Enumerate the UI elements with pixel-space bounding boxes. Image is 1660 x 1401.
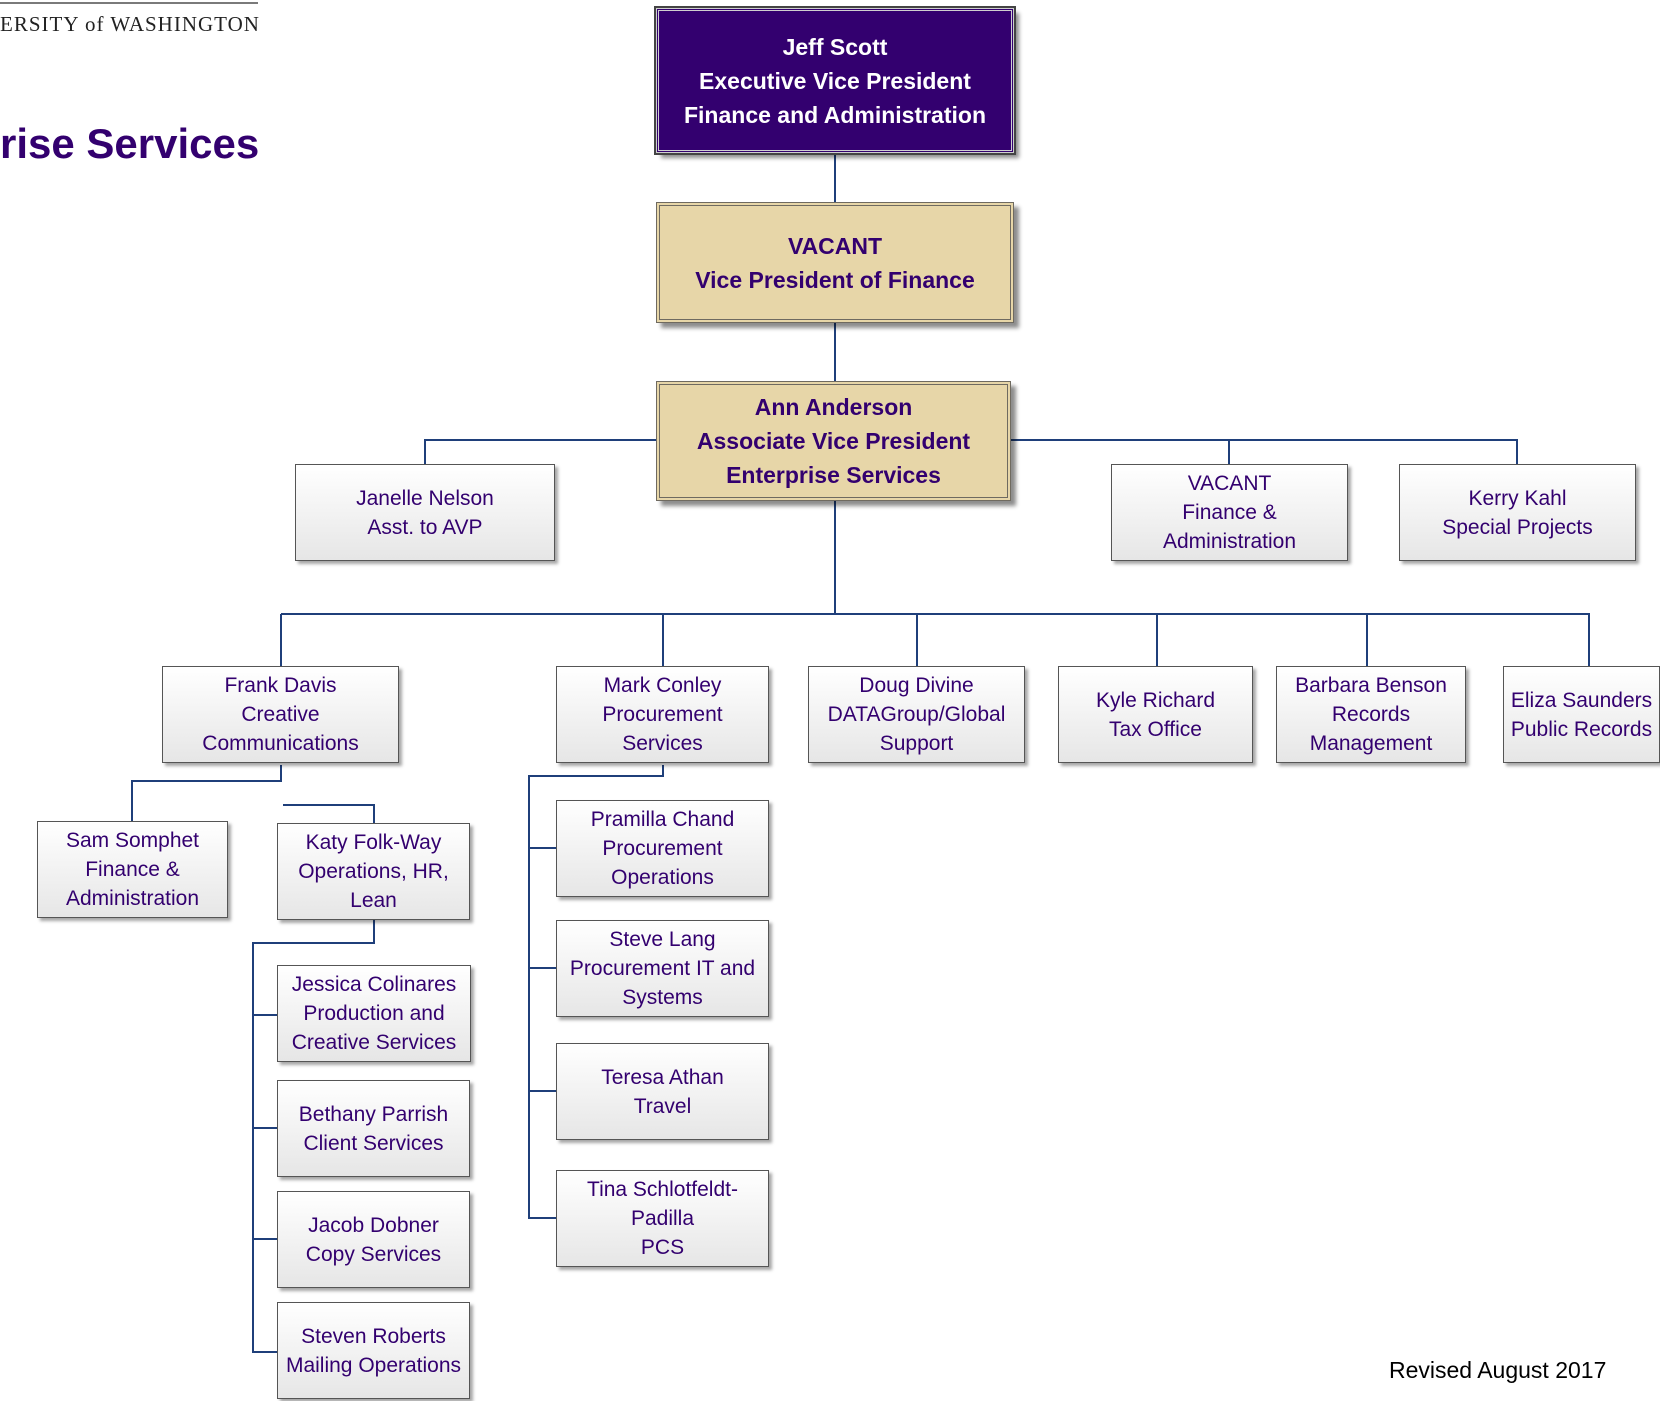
org-box-title: Vice President of Finance xyxy=(695,266,975,293)
org-box-name: Bethany Parrish xyxy=(298,1102,449,1126)
org-box-title: Padilla xyxy=(630,1207,695,1230)
org-box-name: Steven Roberts xyxy=(301,1324,446,1348)
org-box-title: Client Services xyxy=(303,1131,444,1155)
org-box-name: Teresa Athan xyxy=(601,1065,724,1089)
org-box-title: Management xyxy=(1309,732,1433,755)
org-box-title: Support xyxy=(879,732,954,755)
org-box-vp-finance: VACANT Vice President of Finance xyxy=(656,202,1014,323)
org-box-name: Eliza Saunders xyxy=(1510,688,1653,712)
org-box-name: Janelle Nelson xyxy=(356,486,494,510)
org-box-name: VACANT xyxy=(1187,472,1272,495)
org-box-name: Kyle Richard xyxy=(1095,688,1216,712)
revision-note: Revised August 2017 xyxy=(1389,1357,1607,1383)
org-box-executive-vp: Jeff Scott Executive Vice President Fina… xyxy=(654,6,1016,155)
org-box-jacob-dobner: Jacob Dobner Copy Services xyxy=(277,1191,470,1288)
org-box-tina-schlotfeldt-padilla: Tina Schlotfeldt- Padilla PCS xyxy=(556,1170,769,1267)
org-box-sam-somphet: Sam Somphet Finance & Administration xyxy=(37,821,228,918)
logo-rule xyxy=(0,2,258,4)
org-box-name: Katy Folk-Way xyxy=(305,831,442,854)
org-box-name: Frank Davis xyxy=(224,674,337,697)
org-box-title: Finance and Administration xyxy=(683,101,986,128)
org-box-title: Systems xyxy=(622,986,703,1009)
org-box-frank-davis: Frank Davis Creative Communications xyxy=(162,666,399,763)
org-box-title: Operations xyxy=(611,866,714,889)
org-box-title: Communications xyxy=(202,732,359,755)
org-box-mark-conley: Mark Conley Procurement Services xyxy=(556,666,769,763)
connector-katy-trunk xyxy=(252,920,375,1353)
org-box-title: Special Projects xyxy=(1442,515,1593,539)
org-box-title: Mailing Operations xyxy=(285,1353,462,1377)
org-box-steven-roberts: Steven Roberts Mailing Operations xyxy=(277,1302,470,1399)
org-box-title: Lean xyxy=(350,889,397,912)
org-box-name: Ann Anderson xyxy=(754,394,913,420)
org-box-steve-lang: Steve Lang Procurement IT and Systems xyxy=(556,920,769,1017)
org-box-name: Pramilla Chand xyxy=(590,808,735,831)
org-box-title: Executive Vice President xyxy=(699,67,971,94)
org-box-name: Sam Somphet xyxy=(65,829,200,852)
org-box-doug-divine: Doug Divine DATAGroup/Global Support xyxy=(808,666,1025,763)
org-box-katy-folk-way: Katy Folk-Way Operations, HR, Lean xyxy=(277,823,470,920)
org-box-janelle-nelson: Janelle Nelson Asst. to AVP xyxy=(295,464,555,561)
org-box-title: Tax Office xyxy=(1109,717,1202,741)
org-box-kyle-richard: Kyle Richard Tax Office xyxy=(1058,666,1253,763)
org-box-title: Enterprise Services xyxy=(726,462,941,488)
org-box-avp-enterprise-services: Ann Anderson Associate Vice President En… xyxy=(656,381,1011,501)
connector-avp-right xyxy=(1011,439,1518,464)
org-box-name: Tina Schlotfeldt- xyxy=(587,1178,738,1201)
org-box-title: Operations, HR, xyxy=(298,860,449,883)
org-box-title: Creative xyxy=(241,703,320,726)
org-box-title: Services xyxy=(622,732,703,755)
org-box-name: Steve Lang xyxy=(609,928,716,951)
connector-directors-bus xyxy=(281,613,1590,666)
org-box-title: Administration xyxy=(1162,530,1297,553)
org-box-title: Travel xyxy=(633,1094,692,1118)
org-box-kerry-kahl: Kerry Kahl Special Projects xyxy=(1399,464,1636,561)
org-box-title: Finance & xyxy=(1182,501,1277,524)
org-box-title: Copy Services xyxy=(305,1242,442,1266)
page-title: rise Services xyxy=(0,120,260,167)
org-box-title: Production and xyxy=(303,1002,445,1025)
org-box-eliza-saunders: Eliza Saunders Public Records xyxy=(1503,666,1660,763)
org-box-barbara-benson: Barbara Benson Records Management xyxy=(1276,666,1466,763)
org-box-jessica-colinares: Jessica Colinares Production and Creativ… xyxy=(277,965,471,1062)
org-box-title: PCS xyxy=(640,1236,685,1259)
org-box-title: Public Records xyxy=(1510,717,1653,741)
org-box-vacant-finance-admin: VACANT Finance & Administration xyxy=(1111,464,1348,561)
connector-frank-sam xyxy=(131,765,282,821)
org-box-name: Jacob Dobner xyxy=(308,1213,439,1237)
connector-mark-trunk xyxy=(528,765,664,1219)
org-box-title: Asst. to AVP xyxy=(367,515,483,539)
org-box-name: Mark Conley xyxy=(603,674,722,697)
org-box-name: Barbara Benson xyxy=(1295,674,1447,697)
org-box-name: VACANT xyxy=(787,232,883,259)
org-box-title: Records xyxy=(1331,703,1411,726)
org-box-title: Procurement xyxy=(602,837,723,860)
org-box-name: Jeff Scott xyxy=(782,33,888,60)
org-box-name: Doug Divine xyxy=(859,674,974,697)
org-box-title: Procurement IT and xyxy=(569,957,756,980)
org-box-bethany-parrish: Bethany Parrish Client Services xyxy=(277,1080,470,1177)
connector-avp-janelle xyxy=(424,439,656,464)
org-box-title: Administration xyxy=(65,887,200,910)
org-box-title: Associate Vice President xyxy=(696,428,971,454)
org-box-teresa-athan: Teresa Athan Travel xyxy=(556,1043,769,1140)
org-box-name: Jessica Colinares xyxy=(291,973,457,996)
org-box-title: Finance & xyxy=(85,858,180,881)
org-box-name: Kerry Kahl xyxy=(1468,486,1567,510)
org-box-pramilla-chand: Pramilla Chand Procurement Operations xyxy=(556,800,769,897)
university-logo-text: ERSITY of WASHINGTON xyxy=(0,12,260,36)
connector-frank-katy xyxy=(283,804,375,823)
org-box-title: Creative Services xyxy=(291,1031,457,1054)
org-box-title: Procurement xyxy=(602,703,723,726)
org-box-title: DATAGroup/Global xyxy=(827,703,1006,726)
